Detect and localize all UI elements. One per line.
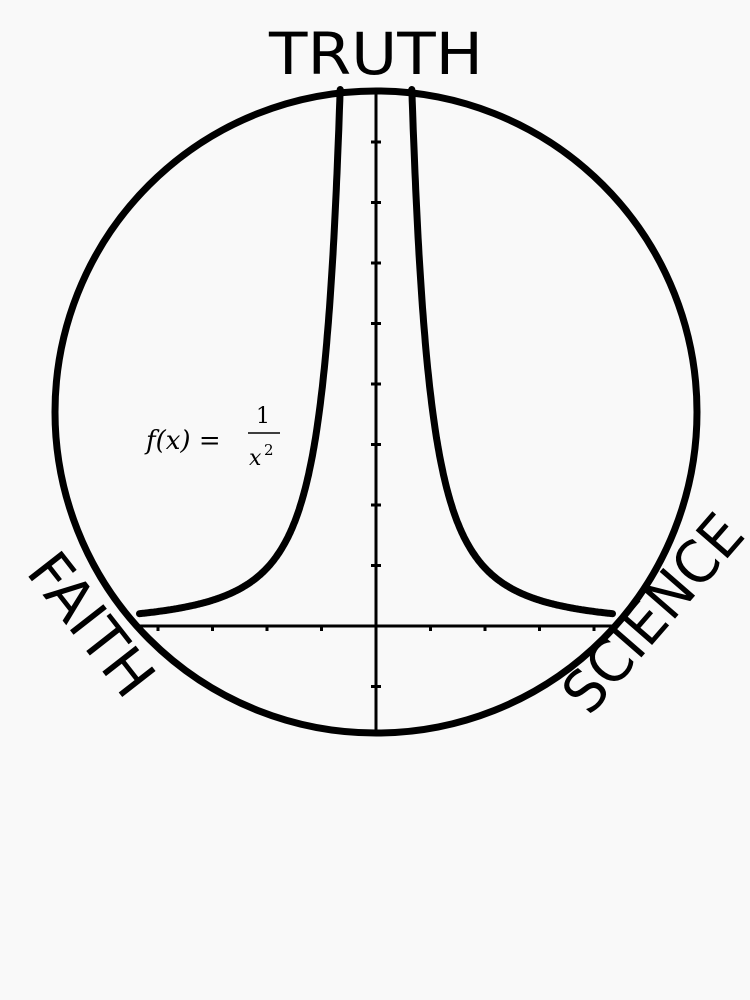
formula-lhs: f(x) =	[144, 426, 221, 456]
science-label: SCIENCE	[549, 501, 750, 727]
y-axis-ticks	[371, 140, 381, 688]
formula-numerator: 1	[256, 404, 270, 429]
x-axis-ticks	[156, 626, 596, 631]
formula: f(x) = 1 x 2	[144, 404, 280, 471]
formula-denominator-base: x	[249, 446, 262, 471]
curve-left-branch	[136, 86, 344, 618]
truth-label: TRUTH	[268, 20, 483, 88]
formula-denominator-exponent: 2	[264, 441, 274, 459]
curve-right-branch	[408, 86, 616, 618]
